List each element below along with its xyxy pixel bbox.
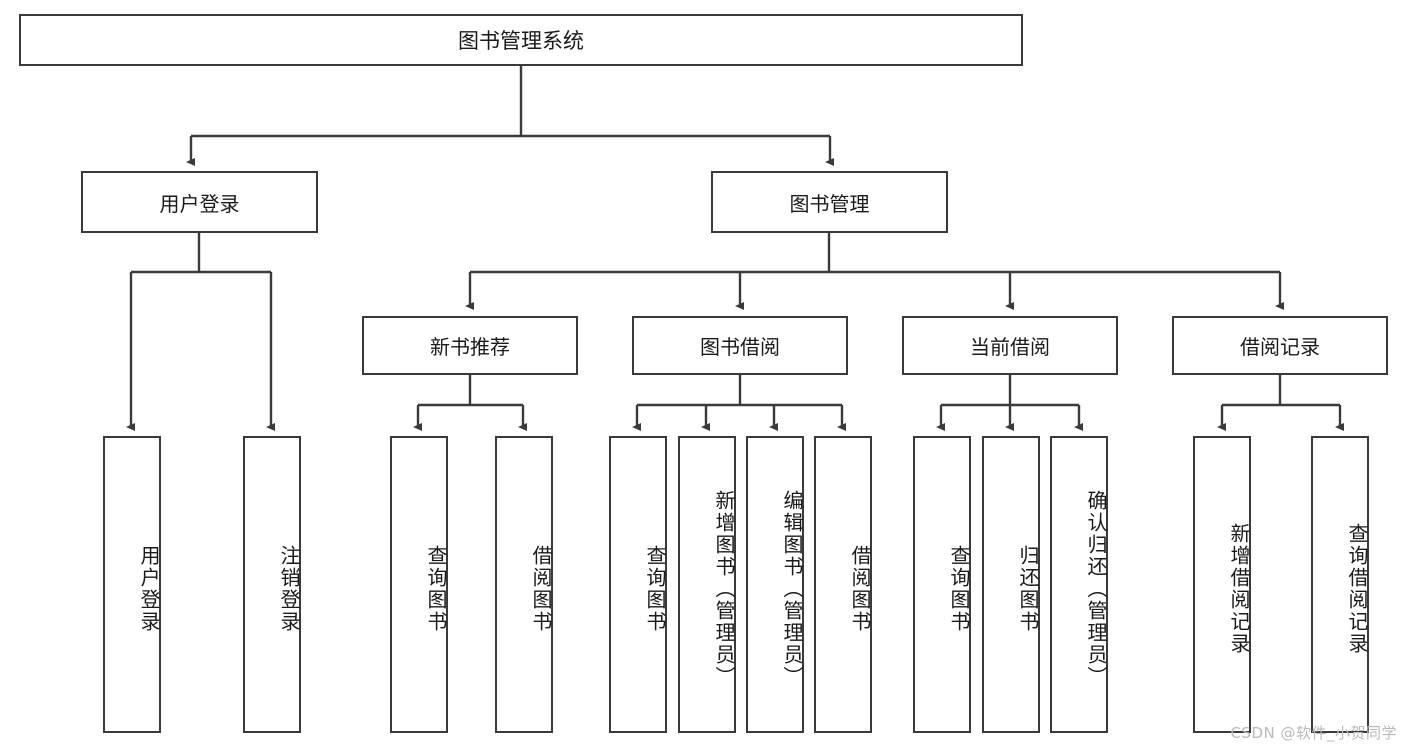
leaf-label: 查询图书 (424, 544, 448, 633)
node-borrow-record-label: 借阅记录 (1240, 335, 1320, 359)
leaf-recommend-query-book[interactable]: 查询图书 (390, 436, 448, 733)
leaf-recommend-borrow-book[interactable]: 借阅图书 (495, 436, 553, 733)
node-user-login[interactable]: 用户登录 (81, 171, 318, 233)
leaf-borrow-query-book[interactable]: 查询图书 (609, 436, 667, 733)
leaf-label: 编辑图书（管理员） (780, 489, 804, 688)
node-book-borrow[interactable]: 图书借阅 (632, 316, 848, 375)
leaf-label: 借阅图书 (848, 544, 872, 633)
leaf-record-query-record[interactable]: 查询借阅记录 (1311, 436, 1369, 733)
leaf-label: 查询借阅记录 (1345, 522, 1369, 655)
leaf-label: 新增借阅记录 (1227, 522, 1251, 655)
leaf-current-query-book[interactable]: 查询图书 (913, 436, 971, 733)
node-book-management-label: 图书管理 (789, 191, 870, 216)
leaf-user-login-signout[interactable]: 注销登录 (243, 436, 301, 733)
node-current-borrow-label: 当前借阅 (970, 335, 1050, 359)
leaf-current-return-book[interactable]: 归还图书 (982, 436, 1040, 733)
leaf-label: 归还图书 (1016, 544, 1040, 633)
leaf-borrow-edit-book-admin[interactable]: 编辑图书（管理员） (746, 436, 804, 733)
node-book-management[interactable]: 图书管理 (711, 171, 948, 233)
leaf-label: 注销登录 (277, 544, 301, 633)
leaf-label: 借阅图书 (529, 544, 553, 633)
node-new-book-recommend-label: 新书推荐 (430, 335, 510, 359)
node-user-login-label: 用户登录 (159, 191, 240, 216)
leaf-label: 新增图书（管理员） (712, 489, 736, 688)
watermark: CSDN @软件_小贺同学 (1230, 724, 1397, 742)
leaf-label: 用户登录 (137, 544, 161, 633)
leaf-borrow-borrow-book[interactable]: 借阅图书 (814, 436, 872, 733)
leaf-current-confirm-return-admin[interactable]: 确认归还（管理员） (1050, 436, 1108, 733)
leaf-record-add-record[interactable]: 新增借阅记录 (1193, 436, 1251, 733)
leaf-label: 查询图书 (947, 544, 971, 633)
leaf-label: 查询图书 (643, 544, 667, 633)
node-root-label: 图书管理系统 (458, 29, 584, 53)
node-root[interactable]: 图书管理系统 (19, 14, 1023, 66)
leaf-user-login-signin[interactable]: 用户登录 (103, 436, 161, 733)
leaf-label: 确认归还（管理员） (1084, 489, 1108, 688)
node-borrow-record[interactable]: 借阅记录 (1172, 316, 1388, 375)
node-current-borrow[interactable]: 当前借阅 (902, 316, 1118, 375)
leaf-borrow-add-book-admin[interactable]: 新增图书（管理员） (678, 436, 736, 733)
node-new-book-recommend[interactable]: 新书推荐 (362, 316, 578, 375)
node-book-borrow-label: 图书借阅 (700, 335, 780, 359)
